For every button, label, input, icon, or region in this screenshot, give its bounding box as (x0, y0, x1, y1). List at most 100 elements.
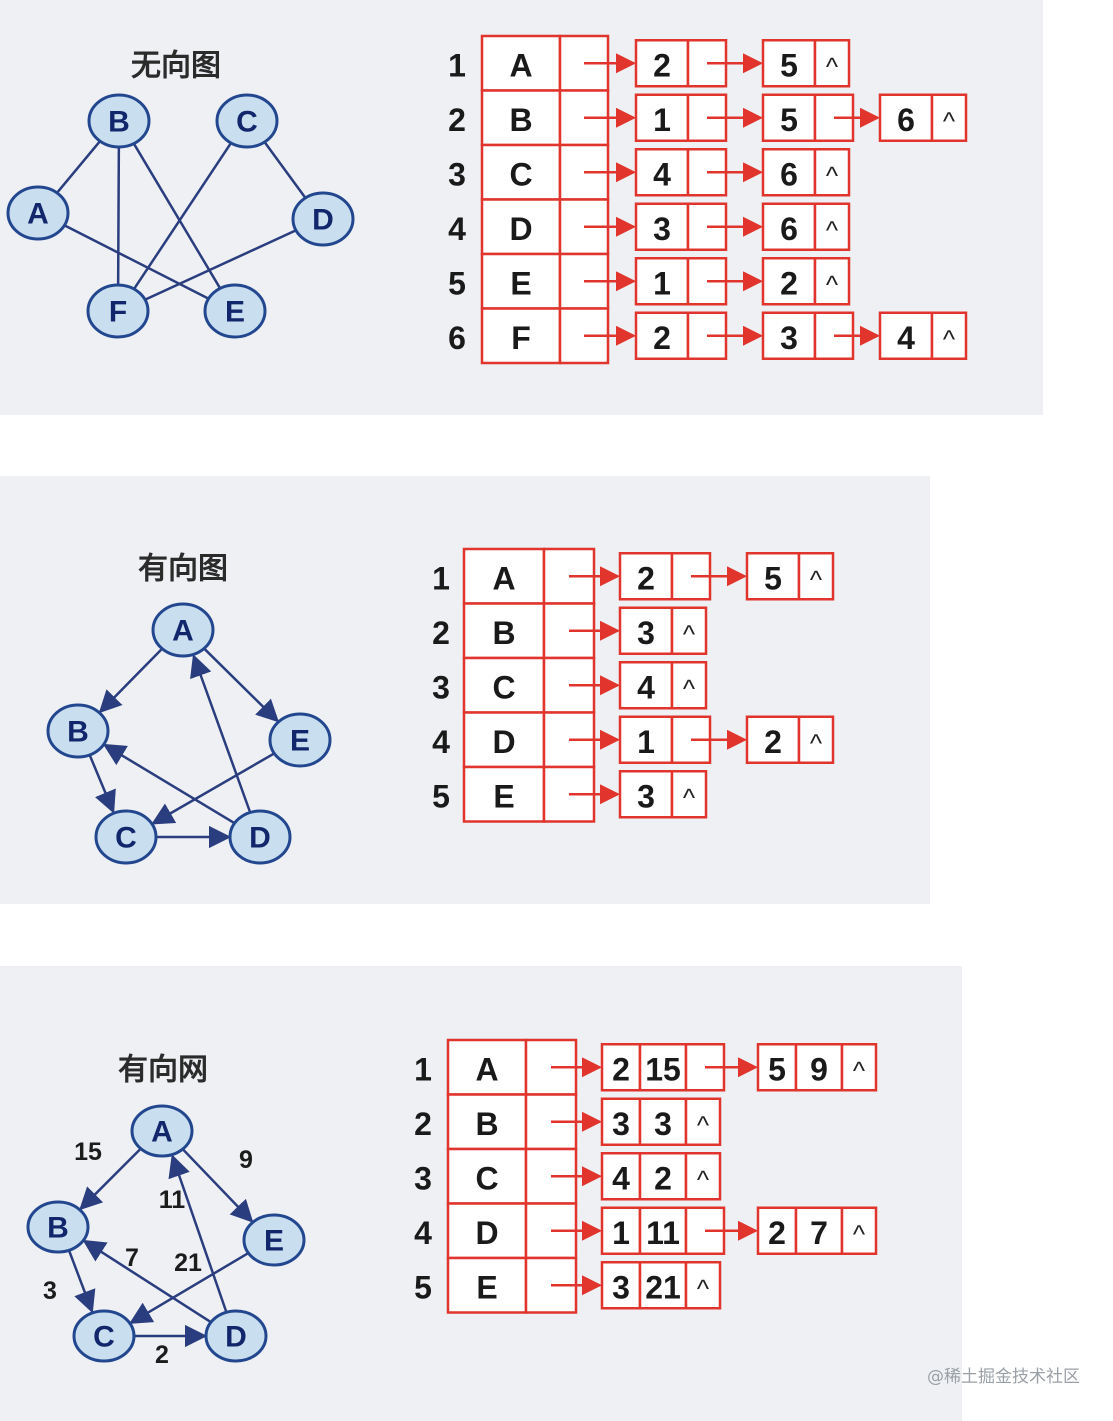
edge-weight: 9 (239, 1146, 253, 1174)
vertex-label: F (109, 296, 127, 329)
null-pointer-cell (684, 1097, 722, 1146)
vertex-label: D (225, 1321, 247, 1354)
null-pointer-symbol: ^ (697, 1273, 710, 1303)
vertex-name: A (509, 47, 532, 83)
null-pointer-cell (670, 661, 708, 710)
adj-vertex-index: 4 (612, 1160, 630, 1196)
vertex-cell (462, 765, 546, 823)
vertex-d (204, 1309, 268, 1363)
row-index: 3 (414, 1160, 432, 1196)
adj-vertex-index: 5 (780, 102, 798, 138)
vertex-name: D (475, 1215, 498, 1251)
row-index: 6 (448, 320, 466, 356)
adj-vertex-index: 6 (897, 102, 915, 138)
adj-vertex-cell (761, 148, 817, 197)
vertex-name: D (509, 211, 532, 247)
edge-weight: 15 (74, 1138, 102, 1166)
edge-b-e (132, 142, 222, 290)
adj-vertex-index: 2 (653, 320, 671, 356)
vertex-name: E (493, 778, 514, 814)
null-pointer-cell (670, 770, 708, 819)
vertex-label: A (172, 615, 194, 648)
vertex-e (203, 283, 267, 339)
panel-title: 有向网 (118, 1053, 208, 1088)
null-pointer-symbol: ^ (826, 51, 839, 81)
adj-vertex-index: 1 (637, 724, 655, 760)
vertex-name: C (475, 1160, 498, 1196)
edge-weight: 11 (159, 1186, 186, 1214)
vertex-cell (480, 252, 562, 310)
edge-d-b (102, 743, 237, 825)
adj-vertex-index: 4 (897, 320, 915, 356)
vertex-label: D (312, 204, 334, 237)
vertex-a (6, 185, 70, 241)
adj-vertex-index: 2 (653, 47, 671, 83)
null-pointer-cell (930, 311, 968, 360)
null-pointer-cell (797, 552, 835, 601)
edge-c-f (132, 141, 233, 291)
adj-vertex-cell (634, 257, 690, 306)
vertex-b (26, 1200, 90, 1254)
adj-weight: 2 (654, 1160, 672, 1196)
row-index: 2 (448, 102, 466, 138)
adj-vertex-index: 2 (612, 1051, 630, 1087)
null-pointer-symbol: ^ (853, 1219, 866, 1249)
edge-a-b (98, 647, 164, 714)
adj-vertex-cell (878, 311, 934, 360)
adj-weight: 21 (645, 1269, 681, 1305)
adj-vertex-index: 4 (637, 669, 655, 705)
adj-weight: 9 (810, 1051, 828, 1087)
null-pointer-symbol: ^ (943, 324, 956, 354)
null-pointer-cell (670, 606, 708, 655)
edge-d-a (168, 1154, 228, 1313)
edge-e-c (129, 1251, 251, 1324)
row-index: 3 (432, 669, 450, 705)
edge-a-e (202, 646, 280, 723)
edge-d-b (82, 1239, 213, 1324)
panel-title: 无向图 (131, 49, 221, 84)
row-index: 2 (414, 1106, 432, 1142)
adj-weight-cell (794, 1206, 844, 1255)
null-pointer-cell (930, 93, 968, 142)
adj-vertex-index: 5 (780, 47, 798, 83)
adj-vertex-cell (756, 1043, 798, 1092)
edge-c-d (263, 140, 307, 200)
adj-vertex-index: 3 (637, 615, 655, 651)
vertex-b (87, 93, 151, 149)
null-pointer-symbol: ^ (683, 782, 696, 812)
null-pointer-symbol: ^ (697, 1110, 710, 1140)
vertex-cell (462, 602, 546, 660)
adj-vertex-cell (618, 715, 674, 764)
vertex-label: C (93, 1321, 115, 1354)
vertex-c (72, 1309, 136, 1363)
adj-vertex-cell (618, 606, 674, 655)
null-pointer-symbol: ^ (943, 106, 956, 136)
edge-weight: 2 (155, 1341, 169, 1369)
adj-vertex-index: 1 (653, 265, 671, 301)
null-pointer-symbol: ^ (826, 269, 839, 299)
vertex-cell (462, 547, 546, 605)
vertex-cell (480, 307, 562, 365)
adj-vertex-index: 3 (612, 1106, 630, 1142)
vertex-name: E (510, 265, 531, 301)
adj-vertex-index: 5 (764, 560, 782, 596)
vertex-name: A (475, 1051, 498, 1087)
vertex-label: D (249, 822, 271, 855)
edge-b-c (67, 1249, 96, 1314)
null-pointer-symbol: ^ (697, 1164, 710, 1194)
row-index: 1 (432, 560, 450, 596)
adj-vertex-cell (761, 311, 817, 360)
edge-a-e (181, 1147, 254, 1223)
null-pointer-cell (813, 39, 851, 88)
vertex-name: B (492, 615, 515, 651)
vertex-a (130, 1104, 194, 1158)
null-pointer-symbol: ^ (810, 728, 823, 758)
adj-vertex-index: 2 (637, 560, 655, 596)
vertex-label: C (236, 106, 258, 139)
adj-vertex-cell (745, 552, 801, 601)
vertex-label: B (108, 106, 130, 139)
